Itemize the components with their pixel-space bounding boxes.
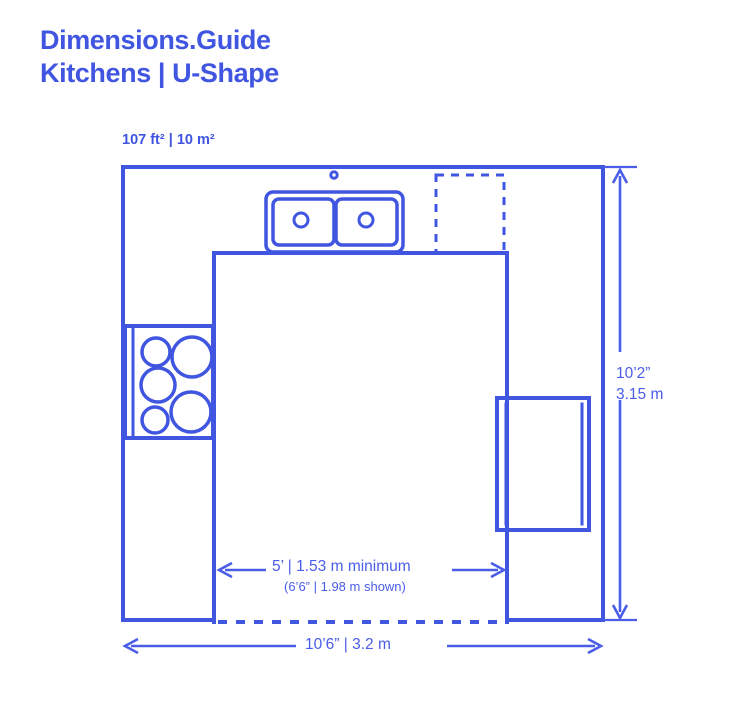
- sink-faucet: [329, 170, 339, 180]
- area-label: 107 ft² | 10 m²: [122, 132, 215, 148]
- page-title: Kitchens | U-Shape: [40, 58, 279, 88]
- height-dimension-label: 10’2” 3.15 m: [616, 363, 663, 405]
- cooktop-burner-small-bottom: [140, 405, 170, 435]
- cooktop-burner-medium-middle: [139, 366, 177, 404]
- sink-basin-left: [271, 197, 336, 247]
- cooktop-housing: [123, 324, 215, 440]
- cooktop-burner-small-top: [140, 336, 172, 368]
- sink-drain-right: [357, 211, 375, 229]
- sink-drain-left: [292, 211, 310, 229]
- dishwasher-dashed-outline: [434, 173, 506, 255]
- title-block: Dimensions.Guide Kitchens | U-Shape: [40, 24, 279, 90]
- refrigerator-body: [495, 396, 591, 532]
- sink-outer-rim: [264, 190, 405, 254]
- sink-basin-right: [334, 197, 399, 247]
- height-metric-value: 3.15 m: [616, 386, 664, 403]
- clearance-dimension-label: 5’ | 1.53 m minimum: [272, 558, 411, 575]
- height-imperial-value: 10’2”: [616, 365, 651, 382]
- cooktop-burner-large-bottom: [169, 390, 213, 434]
- brand-title: Dimensions.Guide: [40, 25, 271, 55]
- width-dimension-label: 10’6” | 3.2 m: [305, 636, 391, 653]
- clearance-shown-label: (6’6” | 1.98 m shown): [284, 579, 406, 594]
- clearance-arrow-left: [216, 561, 233, 579]
- bottom-dim-arrow-left: [122, 637, 139, 655]
- right-dim-arrow-bottom: [611, 604, 629, 621]
- bottom-dim-arrow-right: [587, 637, 604, 655]
- right-dim-arrow-top: [611, 167, 629, 184]
- clearance-arrow-right: [490, 561, 507, 579]
- cooktop-burner-large-top: [170, 335, 214, 379]
